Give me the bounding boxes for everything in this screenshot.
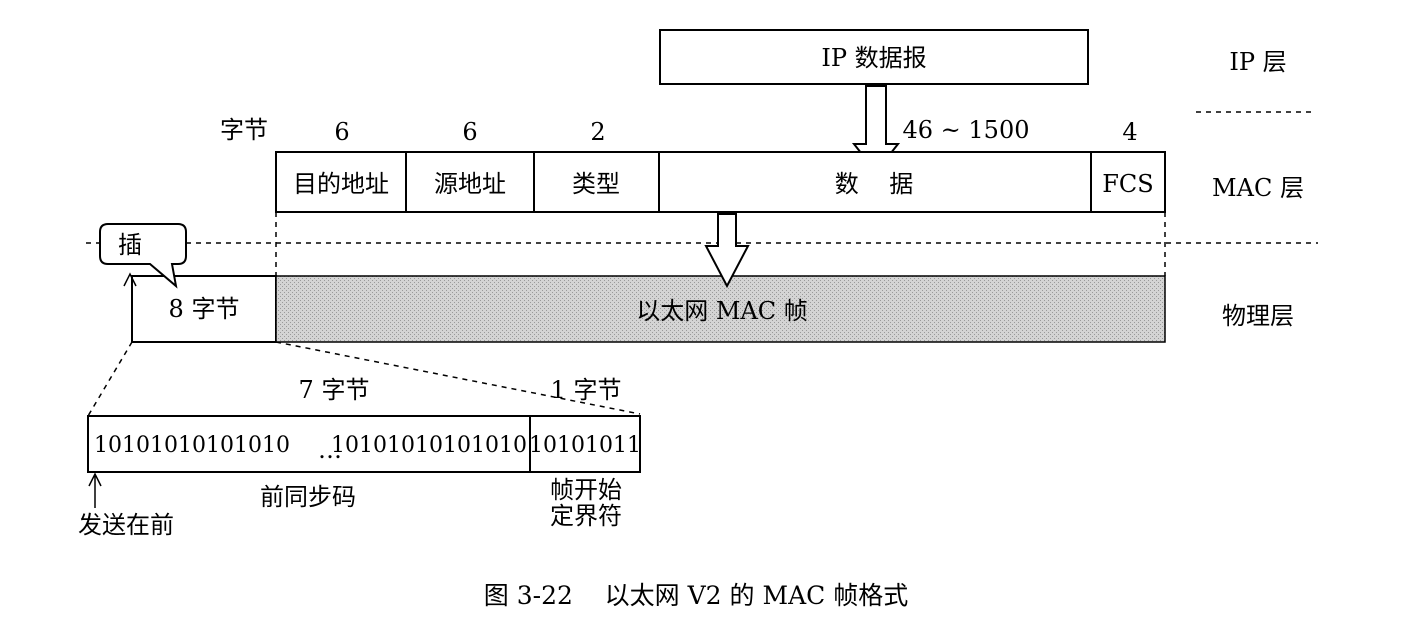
preamble-name-label: 前同步码 — [260, 483, 356, 511]
mac-layer-label: MAC 层 — [1212, 174, 1304, 202]
insert-label: 插 — [118, 231, 142, 259]
fcs-field — [1090, 151, 1166, 213]
preamble-bits-right: 10101010101010 — [331, 433, 527, 458]
type-label: 类型 — [572, 170, 620, 198]
src-address-field — [405, 151, 535, 213]
ethernet-mac-frame-box — [275, 275, 1166, 343]
seven-bytes-label: 7 字节 — [299, 376, 370, 404]
sfd-name-line2: 定界符 — [550, 502, 622, 530]
insert-pointer-icon — [123, 272, 137, 287]
dest-address-field — [275, 151, 407, 213]
fcs-size-label: 4 — [1122, 118, 1137, 146]
fcs-label: FCS — [1102, 170, 1153, 198]
src-size-label: 6 — [462, 118, 477, 146]
preamble-bytes-label: 8 字节 — [169, 295, 240, 323]
ethernet-mac-frame-label: 以太网 MAC 帧 — [636, 297, 808, 325]
send-first-arrow-icon — [88, 472, 102, 508]
data-label: 数 据 — [835, 170, 914, 198]
type-size-label: 2 — [590, 118, 605, 146]
figure-caption: 图 3-22 以太网 V2 的 MAC 帧格式 — [484, 581, 908, 610]
ip-layer-label: IP 层 — [1229, 48, 1286, 76]
sfd-bits-box — [529, 415, 641, 473]
physical-layer-label: 物理层 — [1222, 302, 1294, 330]
mac-to-physical-arrow — [704, 213, 750, 289]
dest-size-label: 6 — [334, 118, 349, 146]
src-address-label: 源地址 — [434, 170, 506, 198]
insert-callout — [99, 223, 187, 289]
expand-line-left — [87, 341, 133, 417]
sfd-bits: 10101011 — [529, 433, 641, 458]
send-first-label: 发送在前 — [78, 511, 174, 539]
preamble-bits-left: 10101010101010 — [94, 433, 290, 458]
preamble-ellipsis: … — [318, 436, 342, 464]
type-field — [533, 151, 660, 213]
expand-line-right — [275, 341, 641, 415]
one-byte-label: 1 字节 — [551, 376, 622, 404]
ip-datagram-box — [659, 29, 1089, 85]
dest-address-label: 目的地址 — [293, 170, 389, 198]
data-size-label: 46 ~ 1500 — [903, 116, 1030, 144]
ip-datagram-label: IP 数据报 — [821, 44, 926, 72]
sfd-name-line1: 帧开始 — [550, 476, 622, 504]
byte-unit-label: 字节 — [220, 116, 268, 144]
